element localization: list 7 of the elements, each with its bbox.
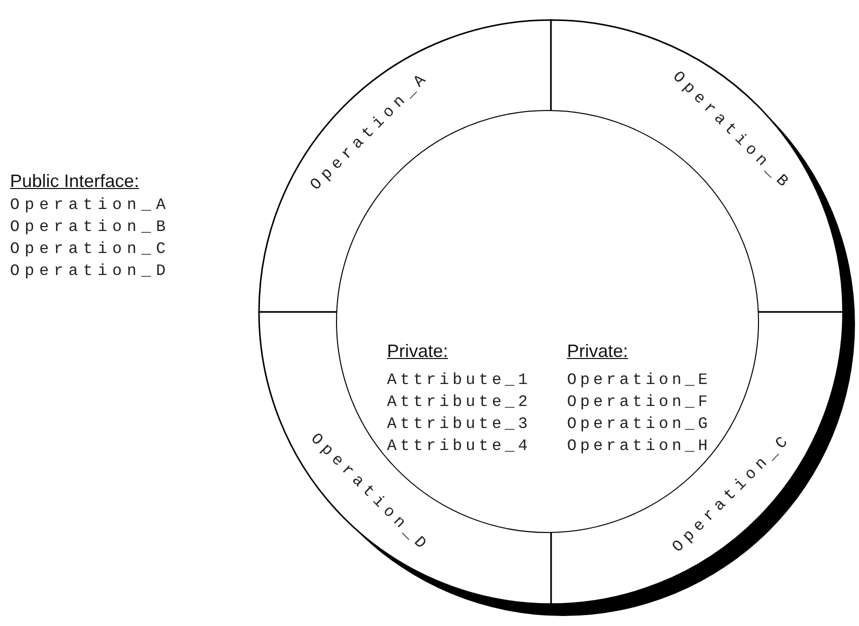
operation-name: Operation_C	[10, 239, 171, 260]
section-heading: Private:	[387, 341, 448, 362]
operation-name: Operation_B	[10, 217, 171, 238]
interface-heading: Public Interface:	[10, 171, 140, 192]
operation-name: Operation_A	[10, 195, 171, 216]
section-heading: Private:	[567, 341, 628, 362]
operation-name: Operation_D	[10, 261, 171, 282]
